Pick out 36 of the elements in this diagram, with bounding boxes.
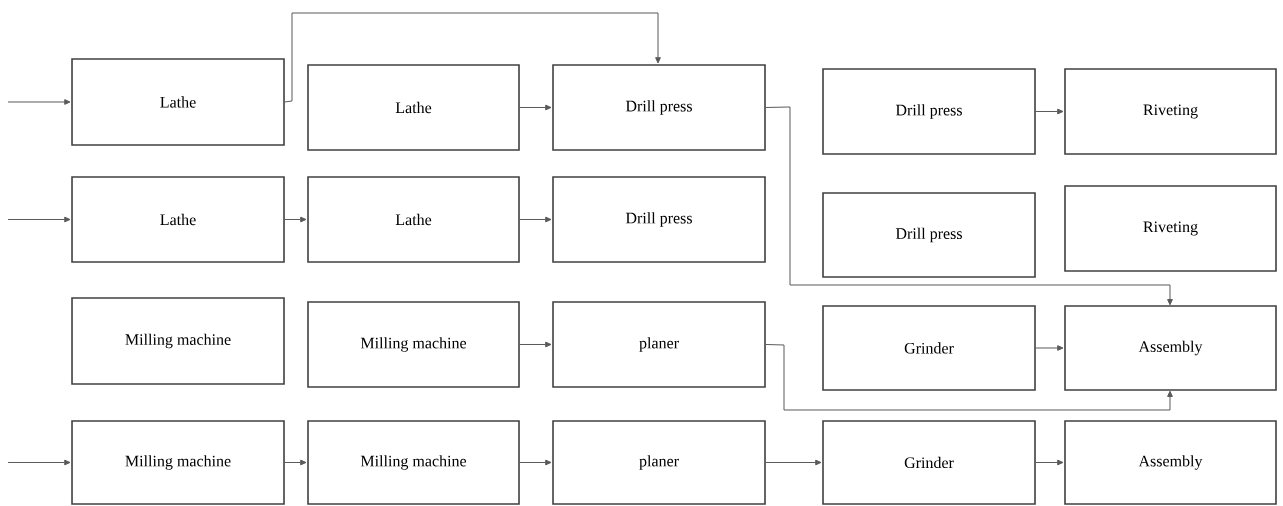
process-box: planer [552,420,766,505]
arrow [519,216,552,223]
arrow [765,106,1173,306]
process-box: Lathe [71,58,285,146]
arrow [7,459,71,466]
arrow [1035,108,1064,115]
process-box: Milling machine [71,420,285,505]
arrow [1035,459,1064,466]
process-box: Drill press [552,176,766,263]
arrow [7,99,71,105]
arrow [284,12,661,103]
arrow [765,344,1173,411]
arrow [1035,345,1064,351]
arrow [284,216,307,223]
process-box: Assembly [1064,420,1277,505]
process-box: Grinder [822,420,1036,505]
process-box: Lathe [307,64,520,151]
process-box: Milling machine [71,297,285,385]
process-box: Milling machine [307,301,520,388]
process-box: planer [552,301,766,388]
arrow [519,459,552,466]
arrow [7,216,71,223]
process-box: Lathe [71,176,285,263]
arrow [519,341,552,348]
arrow [765,459,822,466]
process-box: Drill press [552,64,766,151]
process-box: Milling machine [307,420,520,505]
arrow [284,459,307,466]
process-box: Assembly [1064,305,1277,391]
process-box: Riveting [1064,68,1277,155]
process-box: Drill press [822,68,1036,155]
process-box: Riveting [1064,185,1277,272]
process-box: Lathe [307,176,520,263]
process-box: Grinder [822,305,1036,391]
process-box: Drill press [822,192,1036,278]
arrow [519,104,552,111]
